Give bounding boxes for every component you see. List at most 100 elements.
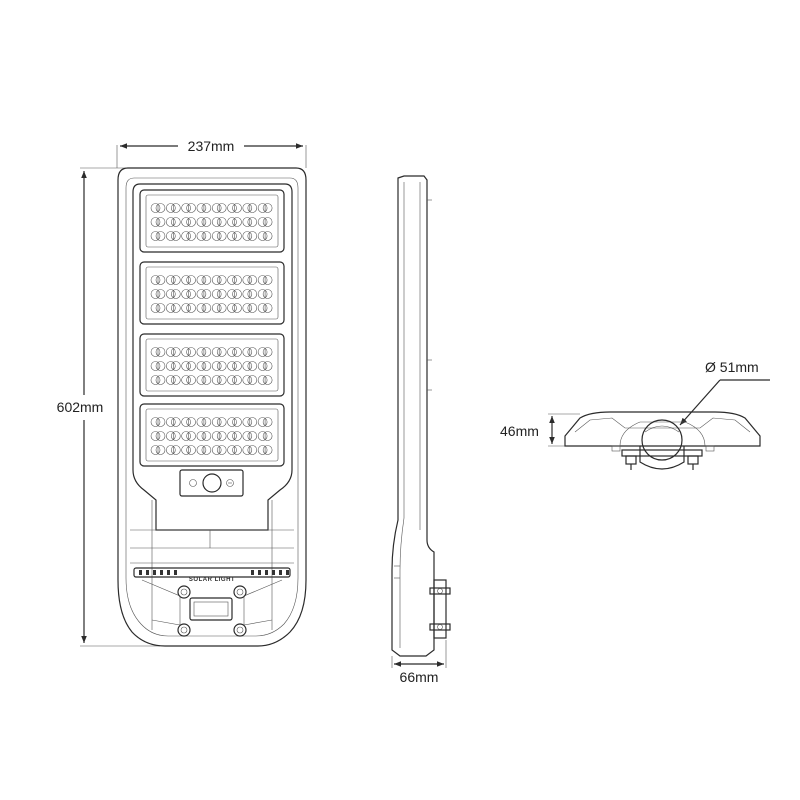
led-icon [196, 431, 212, 441]
led-icon [227, 445, 242, 455]
led-icon [150, 431, 166, 441]
led-icon [242, 275, 258, 285]
led-icon [150, 289, 166, 299]
led-icon [242, 347, 258, 357]
led-icon [150, 303, 166, 313]
strip-notch [167, 570, 170, 575]
strip-notch [265, 570, 268, 575]
led-icon [242, 289, 258, 299]
pole-circle [641, 419, 683, 461]
led-modules [139, 189, 285, 467]
strip-notch [146, 570, 149, 575]
led-icon [211, 347, 227, 357]
led-panel [139, 261, 285, 325]
bolt-icon [233, 585, 247, 599]
led-icon [196, 417, 212, 427]
led-icon [227, 289, 242, 299]
height-dimension: 602mm [57, 167, 160, 647]
depth-dimension: 66mm [391, 640, 447, 685]
led-icon [196, 289, 212, 299]
mount-height-label: 46mm [500, 423, 539, 439]
led-icon [181, 445, 196, 455]
led-icon [242, 217, 258, 227]
led-icon [227, 431, 242, 441]
led-icon [181, 303, 196, 313]
led-icon [196, 217, 212, 227]
led-icon [257, 203, 273, 213]
led-icon [196, 445, 212, 455]
led-panel [139, 333, 285, 397]
led-icon [211, 431, 227, 441]
width-label: 237mm [188, 138, 235, 154]
led-icon [257, 231, 273, 241]
diameter-dimension: Ø 51mm [679, 359, 770, 426]
led-icon [257, 347, 273, 357]
led-icon [211, 231, 227, 241]
led-icon [166, 417, 181, 427]
led-icon [257, 417, 273, 427]
led-icon [150, 375, 166, 385]
strip-notch [174, 570, 177, 575]
logo-strip [139, 570, 289, 575]
logo-text: SOLAR LIGHT [189, 577, 235, 583]
display-plate [189, 597, 233, 621]
led-icon [211, 375, 227, 385]
led-icon [211, 217, 227, 227]
front-view: 237mm 602mm [57, 138, 307, 647]
led-icon [166, 275, 181, 285]
side-view: 66mm [391, 175, 451, 685]
led-icon [257, 217, 273, 227]
led-icon [227, 303, 242, 313]
led-icon [181, 275, 196, 285]
led-icon [242, 203, 258, 213]
led-icon [181, 361, 196, 371]
led-icon [166, 347, 181, 357]
led-icon [242, 303, 258, 313]
led-icon [166, 289, 181, 299]
led-icon [196, 203, 212, 213]
width-dimension: 237mm [116, 138, 307, 168]
depth-label: 66mm [400, 669, 439, 685]
strip-notch [153, 570, 156, 575]
led-icon [196, 375, 212, 385]
led-icon [227, 275, 242, 285]
led-icon [257, 431, 273, 441]
led-icon [166, 361, 181, 371]
led-icon [227, 217, 242, 227]
led-icon [181, 231, 196, 241]
led-icon [227, 375, 242, 385]
led-icon [211, 361, 227, 371]
height-label: 602mm [57, 399, 104, 415]
led-icon [257, 361, 273, 371]
bolt-icon [177, 623, 191, 637]
strip-notch [160, 570, 163, 575]
led-icon [227, 231, 242, 241]
bolt-icon [177, 585, 191, 599]
led-icon [181, 347, 196, 357]
led-icon [166, 445, 181, 455]
strip-notch [139, 570, 142, 575]
side-mount-bracket [429, 579, 451, 639]
led-panel [139, 189, 285, 253]
diameter-label: Ø 51mm [705, 359, 759, 375]
led-icon [211, 445, 227, 455]
led-icon [150, 275, 166, 285]
u-bolt [611, 445, 715, 470]
mount-view: Ø 51mm 46mm [500, 359, 770, 470]
led-icon [257, 375, 273, 385]
led-icon [196, 231, 212, 241]
led-icon [257, 303, 273, 313]
led-icon [181, 203, 196, 213]
led-icon [211, 417, 227, 427]
sensor-lens-icon [202, 473, 222, 493]
led-icon [257, 275, 273, 285]
led-icon [166, 231, 181, 241]
led-icon [196, 361, 212, 371]
housing-inner-outline [125, 177, 299, 637]
led-icon [242, 361, 258, 371]
led-icon [211, 203, 227, 213]
led-icon [227, 203, 242, 213]
led-icon [257, 445, 273, 455]
clamp-body-outline [564, 411, 761, 447]
